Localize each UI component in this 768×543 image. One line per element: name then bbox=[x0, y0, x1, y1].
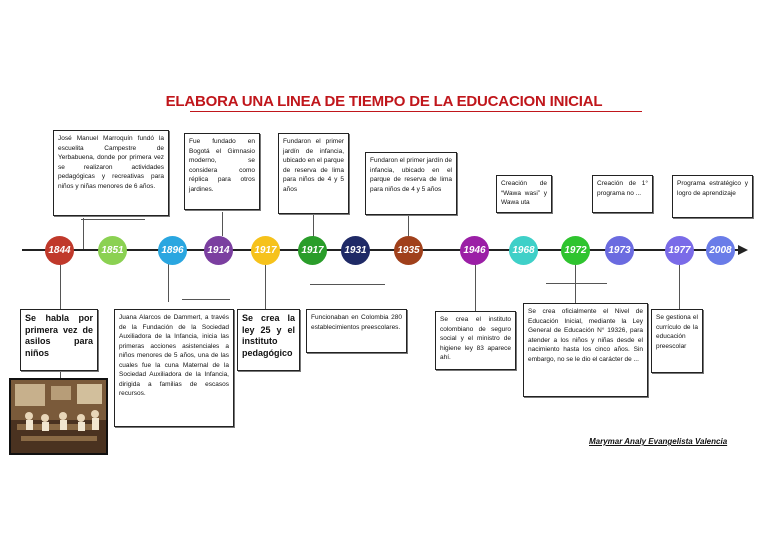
connector bbox=[60, 264, 61, 309]
timeline-arrowhead bbox=[738, 245, 748, 255]
event-box-1896: Juana Alarcos de Dammert, a través de la… bbox=[114, 309, 234, 427]
year-node-1946: 1946 bbox=[460, 236, 489, 265]
connector bbox=[679, 264, 680, 309]
event-box-1968: Creación de “Wawa wasi” y Wawa uta bbox=[496, 175, 552, 213]
divider bbox=[546, 283, 607, 284]
year-node-1935: 1935 bbox=[394, 236, 423, 265]
year-label: 1851 bbox=[101, 245, 124, 256]
year-node-1973: 1973 bbox=[605, 236, 634, 265]
connector bbox=[222, 212, 223, 236]
divider bbox=[81, 219, 145, 220]
year-label: 1973 bbox=[608, 245, 631, 256]
year-node-1896: 1896 bbox=[158, 236, 187, 265]
connector bbox=[408, 216, 409, 236]
year-node-2008: 2008 bbox=[706, 236, 735, 265]
year-label: 1917 bbox=[301, 245, 324, 256]
year-label: 1914 bbox=[207, 245, 230, 256]
year-node-1972: 1972 bbox=[561, 236, 590, 265]
divider bbox=[182, 299, 230, 300]
event-box-1917-law: Se crea la ley 25 y el instituto pedagóg… bbox=[237, 309, 300, 371]
connector bbox=[475, 264, 476, 311]
classroom-illustration bbox=[11, 380, 106, 453]
event-box-1973: Creación de 1° programa no ... bbox=[592, 175, 653, 213]
connector bbox=[265, 264, 266, 309]
year-node-1844: 1844 bbox=[45, 236, 74, 265]
year-node-1931: 1931 bbox=[341, 236, 370, 265]
connector bbox=[83, 218, 84, 249]
year-node-1914: 1914 bbox=[204, 236, 233, 265]
title-underline bbox=[190, 111, 642, 112]
historical-classroom-photo bbox=[9, 378, 108, 455]
year-node-1851: 1851 bbox=[98, 236, 127, 265]
year-node-1977: 1977 bbox=[665, 236, 694, 265]
event-box-1914: Fue fundado en Bogotá el Gimnasio modern… bbox=[184, 133, 260, 210]
year-label: 1935 bbox=[397, 245, 420, 256]
year-label: 1931 bbox=[344, 245, 367, 256]
event-box-1851: José Manuel Marroquín fundó la escuelita… bbox=[53, 130, 169, 216]
year-label: 1844 bbox=[48, 245, 71, 256]
event-box-1917: Fundaron el primer jardín de infancia, u… bbox=[278, 133, 349, 214]
event-box-2008: Programa estratégico y logro de aprendiz… bbox=[672, 175, 753, 218]
page-title: ELABORA UNA LINEA DE TIEMPO DE LA EDUCAC… bbox=[165, 93, 603, 110]
year-label: 1977 bbox=[668, 245, 691, 256]
event-box-1972: Se crea oficialmente el Nivel de Educaci… bbox=[523, 303, 648, 397]
year-label: 2008 bbox=[709, 245, 732, 256]
year-label: 1968 bbox=[512, 245, 535, 256]
year-label: 1972 bbox=[564, 245, 587, 256]
year-node-1968: 1968 bbox=[509, 236, 538, 265]
year-node-1917-b: 1917 bbox=[298, 236, 327, 265]
year-label: 1917 bbox=[254, 245, 277, 256]
timeline-axis bbox=[22, 249, 742, 251]
connector bbox=[60, 370, 61, 380]
author-signature: Marymar Analy Evangelista Valencia bbox=[589, 437, 728, 446]
event-box-1935: Fundaron el primer jardín de infancia, u… bbox=[365, 152, 457, 215]
event-box-1977: Se gestiona el currículo de la educación… bbox=[651, 309, 703, 373]
year-node-1917-a: 1917 bbox=[251, 236, 280, 265]
year-label: 1946 bbox=[463, 245, 486, 256]
divider bbox=[310, 284, 385, 285]
event-box-1946: Se crea el instituto colombiano de segur… bbox=[435, 311, 516, 370]
event-box-1931: Funcionaban en Colombia 280 establecimie… bbox=[306, 309, 407, 353]
connector bbox=[313, 215, 314, 237]
connector bbox=[168, 264, 169, 302]
event-box-1844: Se habla por primera vez de asilos para … bbox=[20, 309, 98, 371]
year-label: 1896 bbox=[161, 245, 184, 256]
